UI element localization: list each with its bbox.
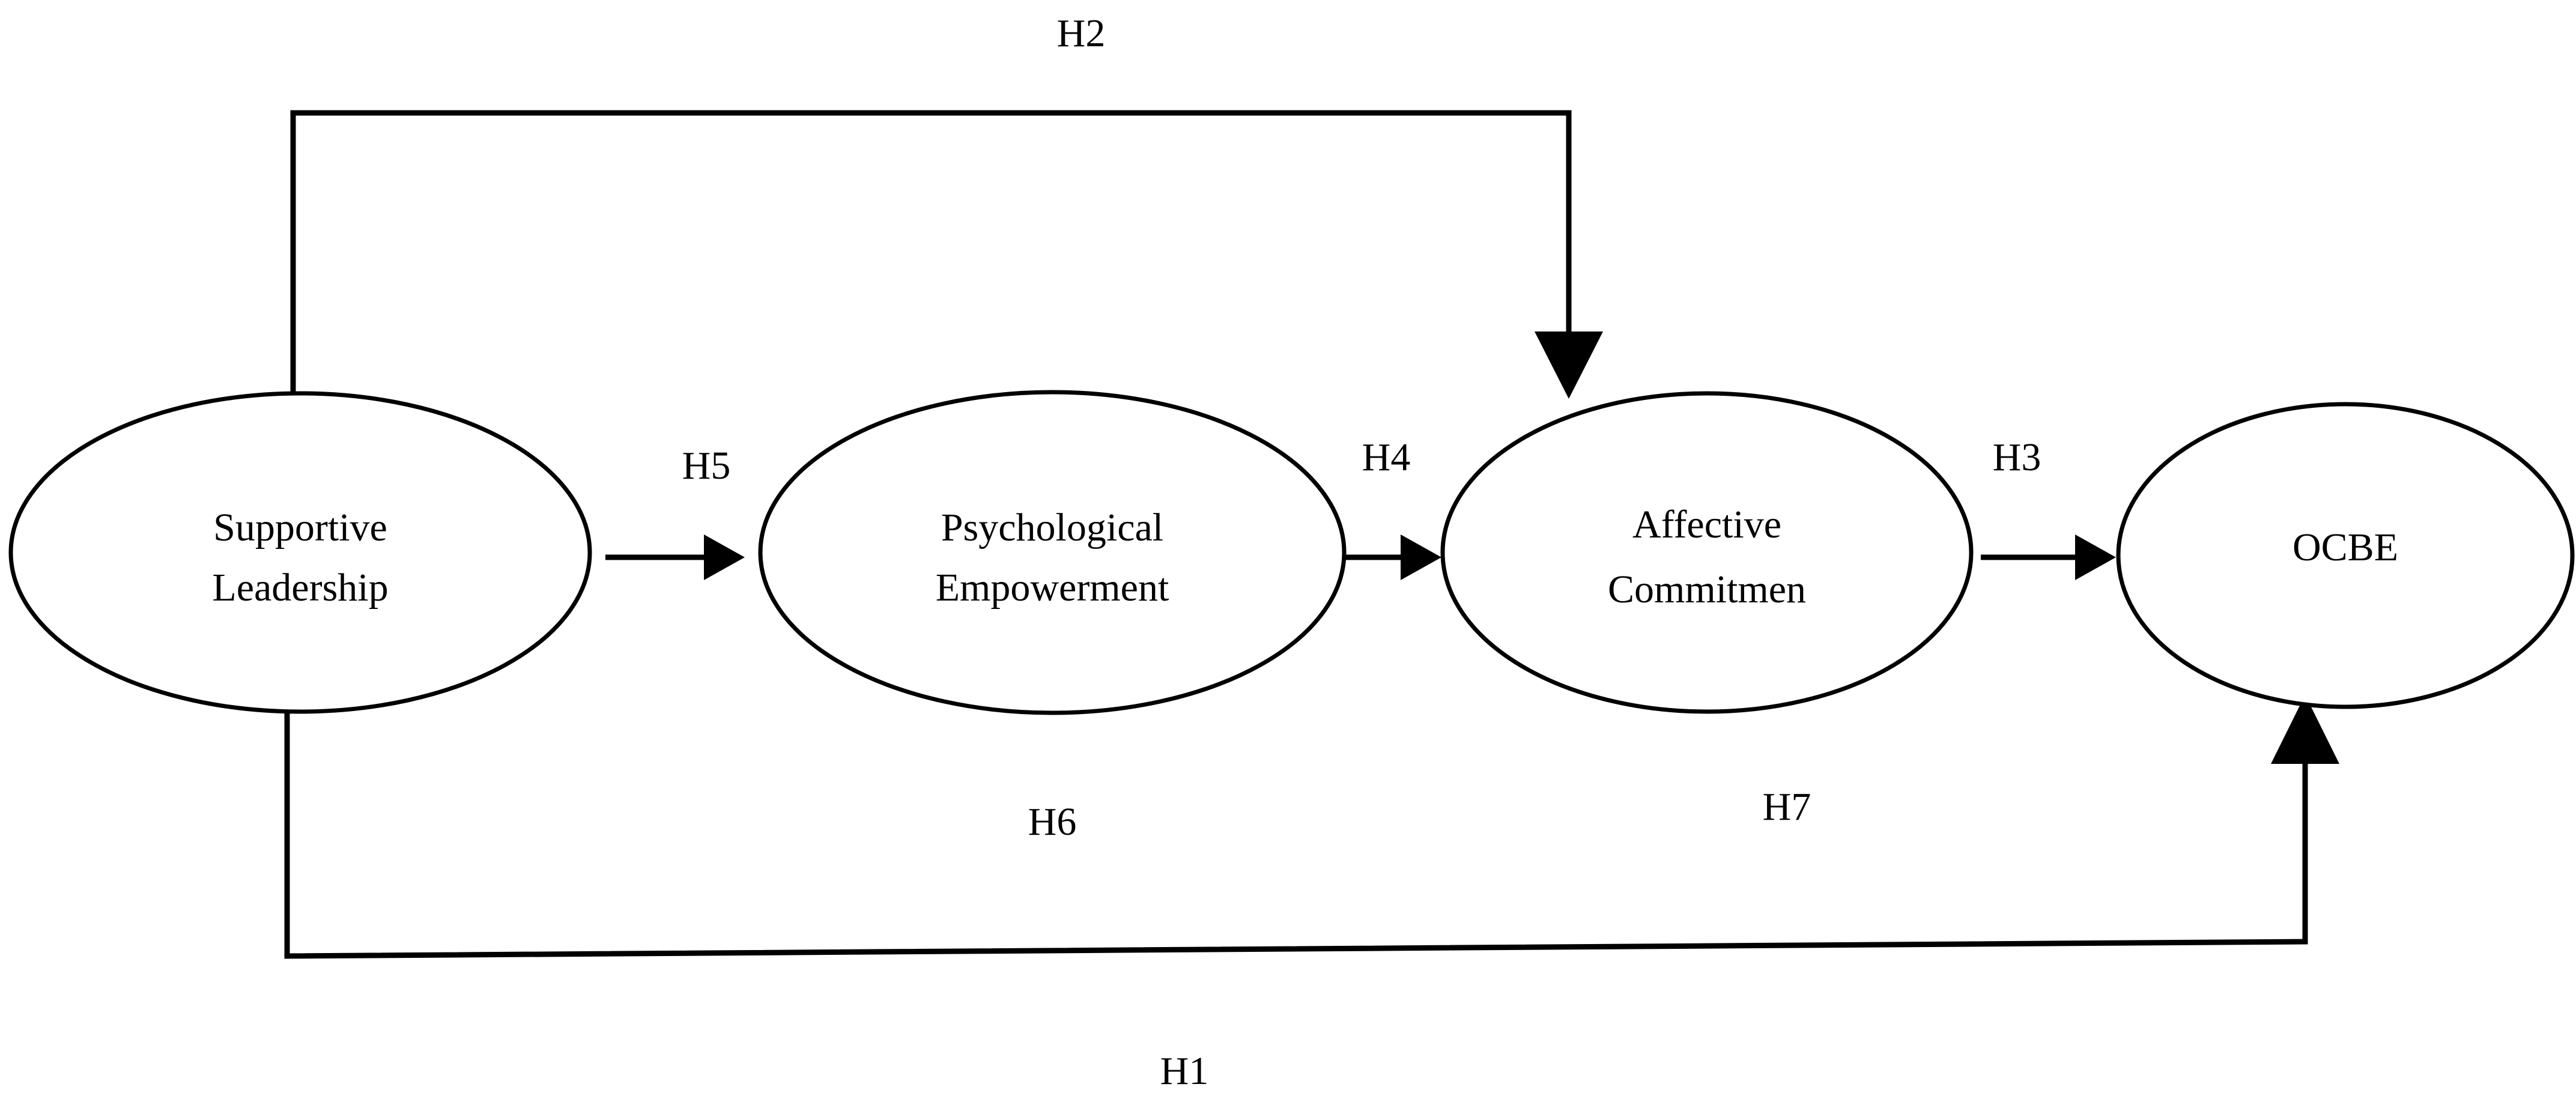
- connector-h3-arrowhead: [2075, 534, 2116, 580]
- connector-h5: [605, 534, 745, 580]
- path-label-h2: H2: [1057, 11, 1106, 55]
- connector-h2: [290, 110, 1603, 399]
- node-psychological-empowerment[interactable]: [758, 390, 1347, 715]
- node-label-psychological-empowerment-line2: Empowerment: [936, 566, 1169, 610]
- path-label-h3: H3: [1993, 435, 2041, 479]
- path-label-h6: H6: [1028, 800, 1077, 844]
- path-label-h1: H1: [1160, 1049, 1209, 1093]
- connector-h4: [1344, 534, 1441, 580]
- connector-h3: [1981, 534, 2116, 580]
- connector-h2-arrowhead: [1535, 331, 1603, 399]
- node-label-affective-commitment-line2: Commitmen: [1608, 568, 1806, 611]
- connector-h4-arrowhead: [1401, 534, 1441, 580]
- path-label-h4: H4: [1362, 435, 1411, 479]
- connector-h1-line: [284, 710, 2308, 959]
- node-affective-commitment[interactable]: [1440, 391, 1974, 714]
- node-label-psychological-empowerment-line1: Psychological: [941, 506, 1163, 549]
- node-label-affective-commitment-line1: Affective: [1632, 503, 1781, 546]
- node-label-supportive-leadership-line1: Supportive: [213, 506, 387, 549]
- connector-h1: [284, 695, 2339, 959]
- node-ocbe[interactable]: [2116, 402, 2575, 709]
- node-supportive-leadership[interactable]: [8, 391, 592, 714]
- connector-h2-line: [290, 110, 1572, 395]
- path-label-h5: H5: [682, 444, 731, 488]
- connector-h1-arrowhead: [2271, 695, 2339, 764]
- node-label-ocbe: OCBE: [2293, 525, 2398, 569]
- path-label-h7: H7: [1763, 785, 1811, 829]
- connector-h5-arrowhead: [704, 534, 745, 580]
- node-label-supportive-leadership-line2: Leadership: [212, 566, 388, 610]
